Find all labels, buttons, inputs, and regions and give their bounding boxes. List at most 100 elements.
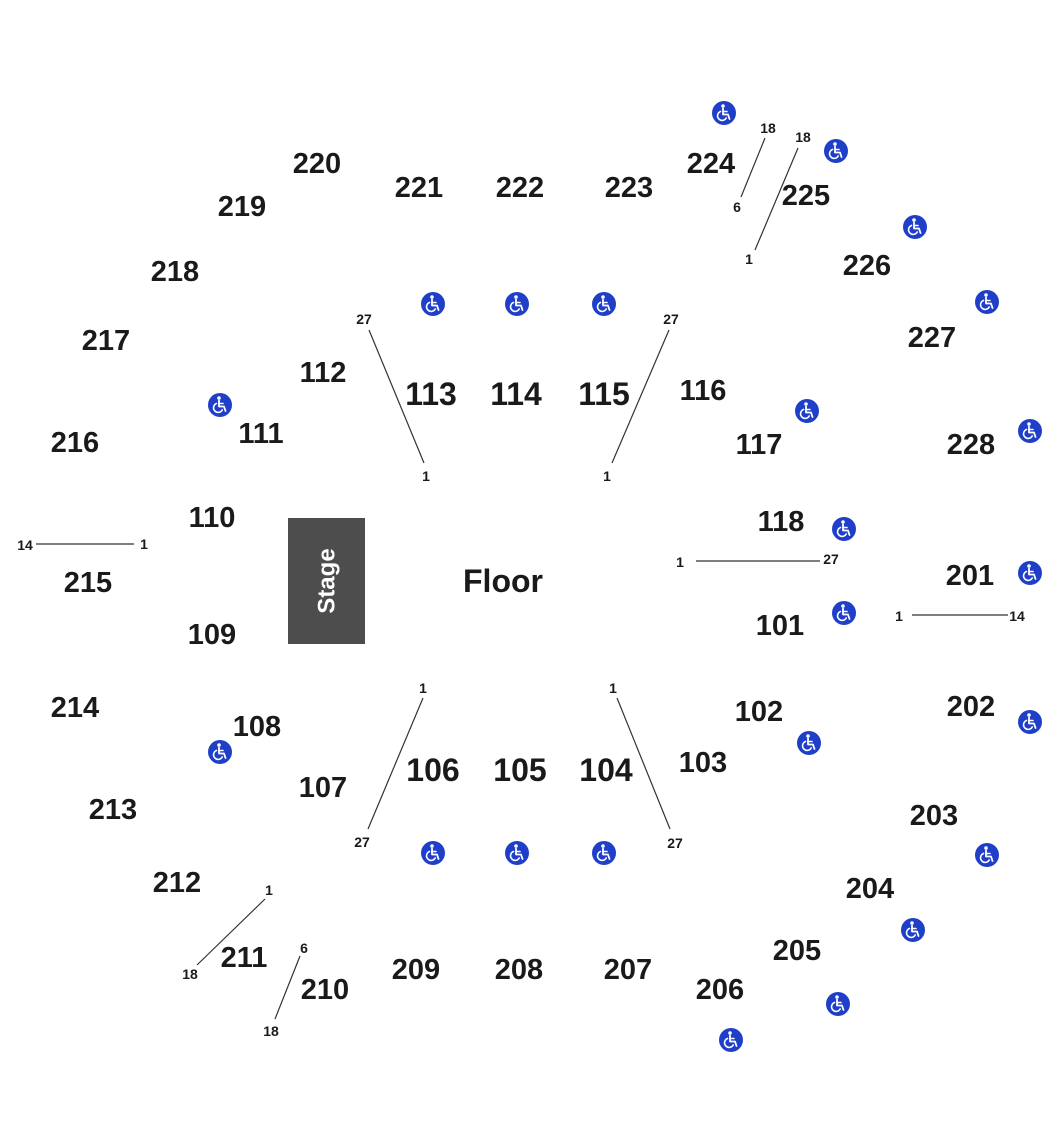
wheelchair-icon[interactable] xyxy=(1017,560,1043,586)
section-106[interactable]: 106 xyxy=(406,752,459,788)
section-227[interactable]: 227 xyxy=(908,322,956,354)
section-107[interactable]: 107 xyxy=(299,772,347,804)
section-111[interactable]: 111 xyxy=(238,418,283,450)
row-marker: 27 xyxy=(663,311,679,327)
section-216[interactable]: 216 xyxy=(51,427,99,459)
section-116[interactable]: 116 xyxy=(680,375,727,407)
row-marker: 1 xyxy=(676,554,684,570)
row-marker: 1 xyxy=(603,468,611,484)
row-line-210 xyxy=(274,955,301,1020)
row-line-104 xyxy=(616,697,671,830)
section-214[interactable]: 214 xyxy=(51,692,99,724)
section-217[interactable]: 217 xyxy=(82,325,130,357)
row-marker: 1 xyxy=(140,536,148,552)
section-202[interactable]: 202 xyxy=(947,691,995,723)
section-206[interactable]: 206 xyxy=(696,974,744,1006)
section-102[interactable]: 102 xyxy=(735,696,783,728)
wheelchair-icon[interactable] xyxy=(1017,709,1043,735)
section-118[interactable]: 118 xyxy=(758,506,805,538)
section-221[interactable]: 221 xyxy=(395,172,443,204)
stage-block xyxy=(288,518,365,644)
wheelchair-icon[interactable] xyxy=(504,291,530,317)
wheelchair-icon[interactable] xyxy=(207,392,233,418)
row-marker: 18 xyxy=(263,1023,279,1039)
wheelchair-icon[interactable] xyxy=(902,214,928,240)
section-210[interactable]: 210 xyxy=(301,974,349,1006)
section-225[interactable]: 225 xyxy=(782,180,830,212)
section-213[interactable]: 213 xyxy=(89,794,137,826)
row-markers: 18 6 18 1 27 1 27 1 14 1 1 27 1 14 1 27 … xyxy=(17,120,1025,1039)
row-marker: 1 xyxy=(422,468,430,484)
section-212[interactable]: 212 xyxy=(153,867,201,899)
wheelchair-icon[interactable] xyxy=(207,739,233,765)
row-marker: 1 xyxy=(419,680,427,696)
stage[interactable]: Stage xyxy=(288,518,365,644)
row-line-212 xyxy=(196,898,266,966)
section-219[interactable]: 219 xyxy=(218,191,266,223)
section-207[interactable]: 207 xyxy=(604,954,652,986)
wheelchair-icon[interactable] xyxy=(831,516,857,542)
wheelchair-icon[interactable] xyxy=(1017,418,1043,444)
row-marker: 18 xyxy=(182,966,198,982)
wheelchair-icon[interactable] xyxy=(711,100,737,126)
sections-200-level: 201 202 203 204 205 206 207 208 209 210 … xyxy=(51,148,995,1006)
section-117[interactable]: 117 xyxy=(736,429,783,461)
section-110[interactable]: 110 xyxy=(189,502,236,534)
wheelchair-icon[interactable] xyxy=(823,138,849,164)
wheelchair-icon[interactable] xyxy=(831,600,857,626)
section-108[interactable]: 108 xyxy=(233,711,281,743)
row-marker: 27 xyxy=(356,311,372,327)
wheelchair-icon[interactable] xyxy=(974,842,1000,868)
row-line-113 xyxy=(368,329,425,464)
wheelchair-icon[interactable] xyxy=(825,991,851,1017)
row-marker: 1 xyxy=(609,680,617,696)
wheelchair-icon[interactable] xyxy=(900,917,926,943)
section-203[interactable]: 203 xyxy=(910,800,958,832)
section-105[interactable]: 105 xyxy=(493,752,546,788)
row-marker: 6 xyxy=(733,199,741,215)
section-228[interactable]: 228 xyxy=(947,429,995,461)
row-marker: 6 xyxy=(300,940,308,956)
wheelchair-icon[interactable] xyxy=(796,730,822,756)
wheelchair-icon[interactable] xyxy=(420,840,446,866)
section-113[interactable]: 113 xyxy=(405,376,457,412)
row-marker: 1 xyxy=(265,882,273,898)
section-112[interactable]: 112 xyxy=(300,357,347,389)
row-marker: 27 xyxy=(354,834,370,850)
row-line-115 xyxy=(611,329,670,464)
section-215[interactable]: 215 xyxy=(64,567,112,599)
floor-label[interactable]: Floor xyxy=(463,563,543,599)
section-109[interactable]: 109 xyxy=(188,619,236,651)
section-205[interactable]: 205 xyxy=(773,935,821,967)
wheelchair-icon[interactable] xyxy=(718,1027,744,1053)
section-222[interactable]: 222 xyxy=(496,172,544,204)
section-201[interactable]: 201 xyxy=(946,560,994,592)
wheelchair-icon[interactable] xyxy=(420,291,446,317)
section-218[interactable]: 218 xyxy=(151,256,199,288)
wheelchair-icon[interactable] xyxy=(504,840,530,866)
row-marker: 27 xyxy=(667,835,683,851)
section-224[interactable]: 224 xyxy=(687,148,735,180)
section-204[interactable]: 204 xyxy=(846,873,894,905)
wheelchair-icon[interactable] xyxy=(591,840,617,866)
section-104[interactable]: 104 xyxy=(579,752,633,788)
section-211[interactable]: 211 xyxy=(221,942,268,974)
section-101[interactable]: 101 xyxy=(756,610,804,642)
wheelchair-icon[interactable] xyxy=(974,289,1000,315)
wheelchair-icon[interactable] xyxy=(591,291,617,317)
section-220[interactable]: 220 xyxy=(293,148,341,180)
row-marker: 18 xyxy=(795,129,811,145)
section-114[interactable]: 114 xyxy=(490,376,542,412)
section-223[interactable]: 223 xyxy=(605,172,653,204)
section-103[interactable]: 103 xyxy=(679,747,727,779)
row-marker: 1 xyxy=(895,608,903,624)
section-115[interactable]: 115 xyxy=(578,376,630,412)
section-226[interactable]: 226 xyxy=(843,250,891,282)
row-lines xyxy=(36,137,1008,1020)
row-marker: 1 xyxy=(745,251,753,267)
row-marker: 14 xyxy=(1009,608,1025,624)
section-208[interactable]: 208 xyxy=(495,954,543,986)
wheelchair-icon[interactable] xyxy=(794,398,820,424)
row-line-106 xyxy=(367,697,424,830)
section-209[interactable]: 209 xyxy=(392,954,440,986)
